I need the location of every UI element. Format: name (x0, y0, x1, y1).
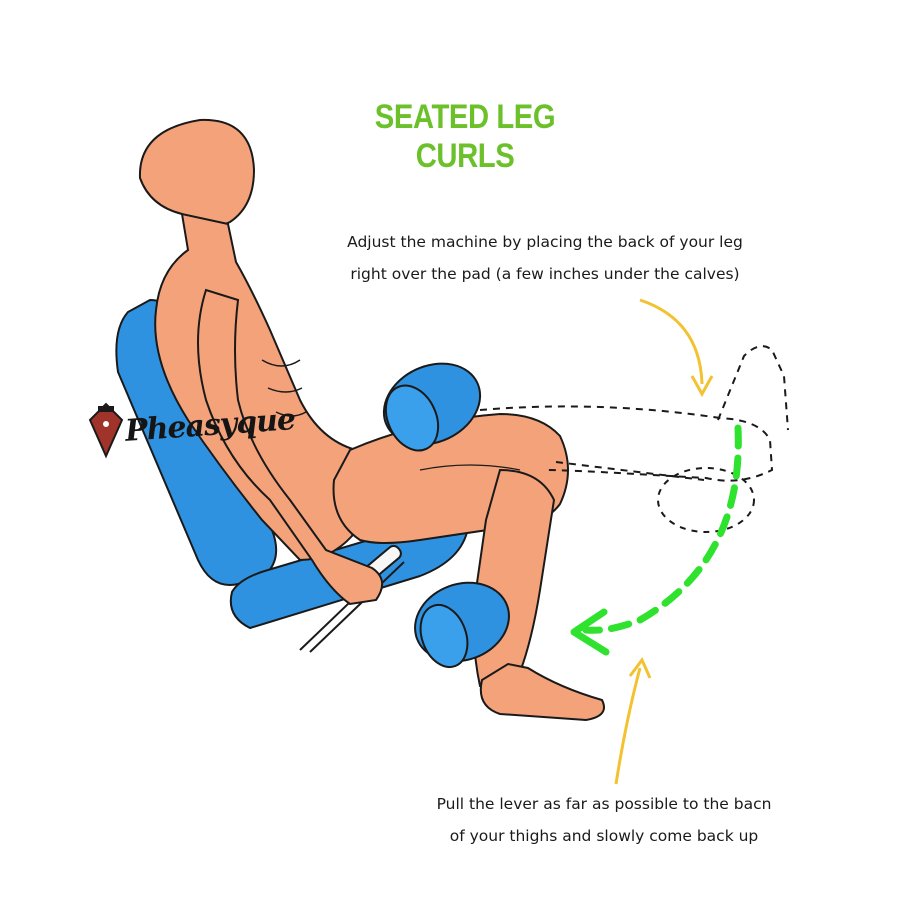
foot (479, 662, 605, 722)
athlete-figure (138, 118, 605, 722)
pointer-arrow-top (639, 298, 714, 398)
pointer-arrow-bottom (614, 657, 652, 785)
extended-leg-outline (479, 345, 789, 533)
pull-instruction: Pull the lever as far as possible to the… (418, 788, 790, 852)
pull-instruction-line1: Pull the lever as far as possible to the… (436, 795, 772, 813)
thigh-pad (382, 362, 482, 452)
motion-arrow (570, 424, 742, 656)
adjust-instruction-line1: Adjust the machine by placing the back o… (347, 233, 743, 251)
head (138, 118, 256, 228)
adjust-instruction: Adjust the machine by placing the back o… (335, 226, 755, 290)
pull-instruction-line2: of your thighs and slowly come back up (449, 827, 759, 845)
adjust-instruction-line2: right over the pad (a few inches under t… (350, 265, 740, 283)
calf-pad (414, 581, 510, 668)
pen-nib-logo (88, 402, 124, 459)
arm (197, 288, 383, 606)
page-title: SEATED LEG CURLS (374, 98, 556, 175)
